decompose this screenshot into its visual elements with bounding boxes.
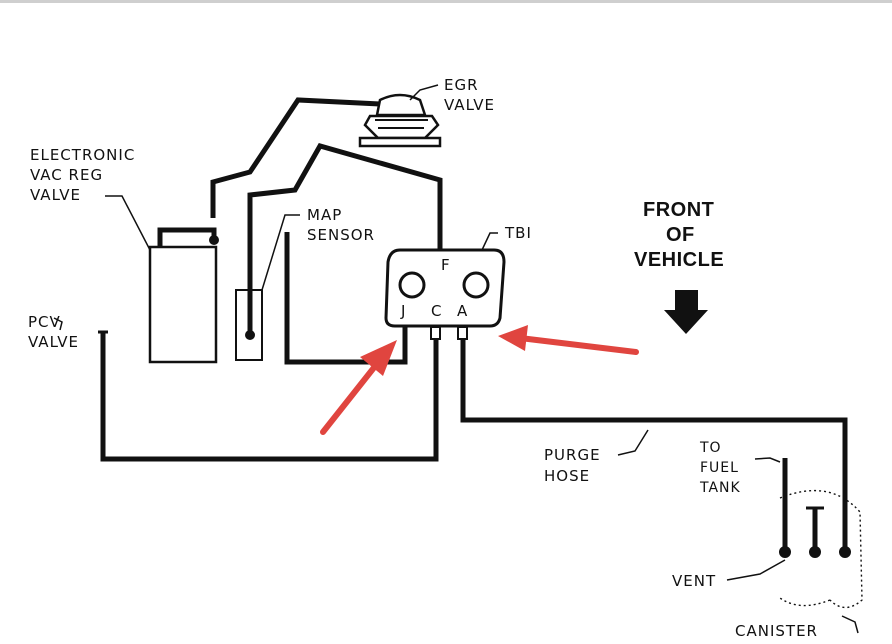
front-label-line3: VEHICLE: [634, 249, 724, 271]
vent-label: VENT: [672, 572, 716, 590]
front-label-line1: FRONT: [643, 199, 714, 221]
tbi-label: TBI: [504, 224, 532, 242]
port-f-label: F: [441, 256, 451, 274]
top-edge: [0, 0, 892, 3]
port-a-nipple: [457, 326, 468, 340]
evrv-label-line1: ELECTRONIC: [30, 146, 135, 164]
evrv-box: [148, 245, 218, 364]
purge-label-line2: HOSE: [544, 467, 590, 485]
red-arrow-to-port-j: [320, 340, 397, 435]
map-label-line1: MAP: [307, 206, 342, 224]
port-a-label: A: [457, 302, 468, 320]
canister-outline-lower: [779, 597, 831, 607]
evrv-label-line3: VALVE: [30, 186, 81, 204]
fuel-tank-label-line3: TANK: [699, 480, 741, 496]
purge-label-line1: PURGE: [544, 446, 601, 464]
fuel-tank-label-line1: TO: [699, 440, 722, 456]
front-arrow-icon: [664, 290, 708, 334]
tbi-bore-right: [462, 271, 490, 299]
egr-label-line2: VALVE: [444, 96, 495, 114]
pcv-label-line1: PCV: [28, 313, 61, 331]
egr-valve: [358, 93, 442, 148]
canister-label: CANISTER: [735, 622, 818, 640]
fuel-tank-label-line2: FUEL: [700, 460, 739, 476]
tbi-body: [384, 248, 506, 340]
red-arrow-to-port-a: [498, 325, 639, 355]
evrv-label-line2: VAC REG: [30, 166, 103, 184]
map-label-line2: SENSOR: [307, 226, 375, 244]
port-c-label: C: [431, 302, 442, 320]
pcv-label-line2: VALVE: [28, 333, 79, 351]
hoses: [100, 97, 851, 558]
port-j-label: J: [400, 302, 406, 320]
port-c-nipple: [430, 326, 441, 340]
leader-lines: [53, 84, 859, 634]
egr-label-line1: EGR: [444, 76, 479, 94]
tbi-bore-left: [398, 271, 426, 299]
front-label-line2: OF: [666, 224, 695, 246]
